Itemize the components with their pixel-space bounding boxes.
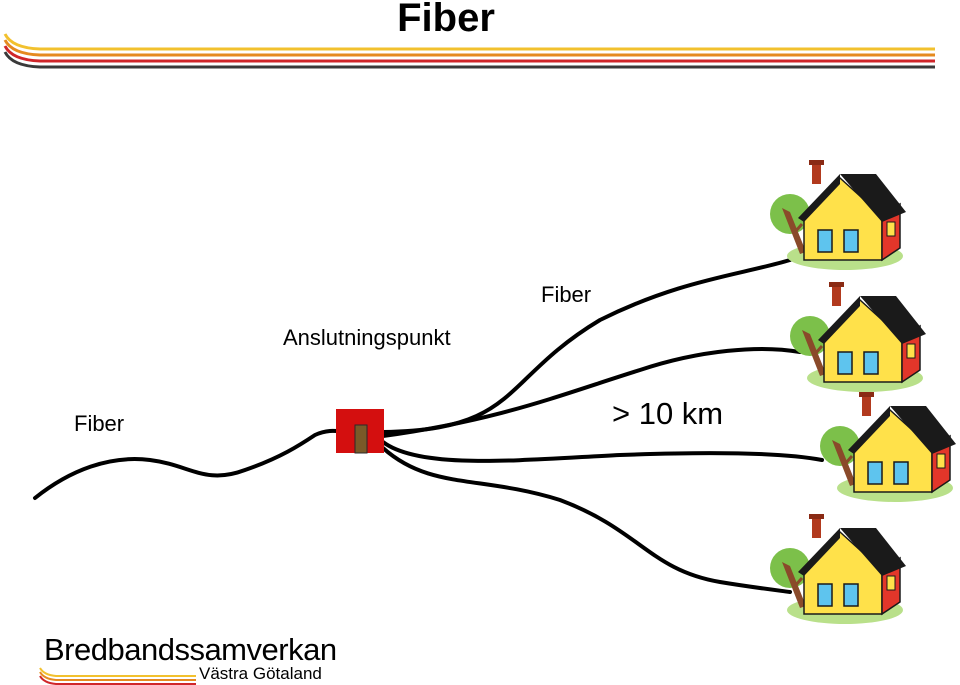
fiber-cable-house-4 (381, 446, 792, 594)
fiber-cable-house-3 (381, 440, 824, 463)
fiber-cable-incoming (33, 428, 352, 500)
logo-name: Bredbandssamverkan (44, 632, 337, 667)
slide-title: Fiber (397, 0, 495, 40)
fiber-cable-house-2 (381, 347, 802, 438)
house-icon-2 (788, 280, 928, 394)
connection-point-label: Anslutningspunkt (283, 325, 451, 350)
logo-region: Västra Götaland (199, 664, 322, 683)
logo-stripes (39, 667, 196, 685)
house-icon-3 (818, 390, 958, 504)
fiber-label-left: Fiber (74, 411, 125, 436)
fiber-cables-outgoing (381, 258, 824, 594)
header-stripes (3, 33, 935, 69)
house-icon-1 (768, 158, 908, 272)
fiber-label-top: Fiber (541, 282, 592, 307)
house-icon-4 (768, 512, 908, 626)
distance-label: > 10 km (612, 396, 724, 431)
connection-box-icon (336, 409, 384, 454)
